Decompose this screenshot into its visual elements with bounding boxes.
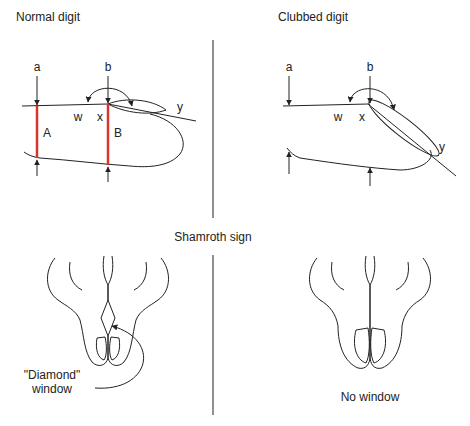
- angle-arc: [350, 89, 394, 110]
- hand: [370, 256, 431, 368]
- part-label: Shamroth sign: [174, 230, 251, 244]
- part-label: b: [367, 60, 374, 74]
- arrow: [108, 167, 109, 182]
- divider: [213, 40, 214, 218]
- angle-arc: [88, 88, 132, 106]
- hand: [47, 256, 108, 365]
- arrow: [289, 76, 290, 105]
- arrow: [37, 160, 38, 176]
- line-art: [22, 40, 456, 415]
- part-label: a: [286, 60, 293, 74]
- knuckle-line: [70, 262, 83, 290]
- part-label: x: [359, 110, 365, 124]
- nail: [108, 100, 166, 113]
- knuckle-line: [332, 262, 345, 290]
- dorsal-line: [283, 104, 368, 106]
- part-label: B: [114, 126, 122, 140]
- hand-outline: [309, 256, 370, 368]
- digit-outline: [24, 114, 183, 167]
- pointer-arrow: [95, 326, 144, 388]
- red-measure: [36, 106, 39, 158]
- part-label: w: [74, 110, 83, 124]
- digit-outline: [287, 148, 431, 170]
- part-label: Clubbed digit: [278, 10, 348, 24]
- part-label: "Diamond" window: [17, 368, 87, 396]
- nail: [364, 94, 444, 162]
- part-label: A: [43, 126, 51, 140]
- red-measure: [107, 104, 110, 165]
- dorsal-line: [22, 104, 108, 106]
- arrow: [370, 76, 371, 103]
- arrow: [37, 76, 38, 105]
- part-label: x: [97, 110, 103, 124]
- nail: [354, 328, 369, 363]
- nail: [96, 337, 106, 360]
- part-label: a: [34, 60, 41, 74]
- part-label: b: [105, 60, 112, 74]
- arrow: [108, 76, 109, 103]
- hand-outline: [47, 256, 108, 365]
- hand: [108, 256, 169, 365]
- part-label: w: [334, 110, 343, 124]
- part-label: y: [177, 100, 183, 114]
- arrow: [289, 152, 290, 174]
- arrow: [370, 168, 371, 186]
- nail-tangent: [368, 104, 456, 176]
- divider: [213, 255, 214, 415]
- part-label: y: [439, 140, 445, 154]
- part-label: Normal digit: [16, 10, 80, 24]
- hand: [309, 256, 370, 368]
- part-label: No window: [341, 390, 400, 404]
